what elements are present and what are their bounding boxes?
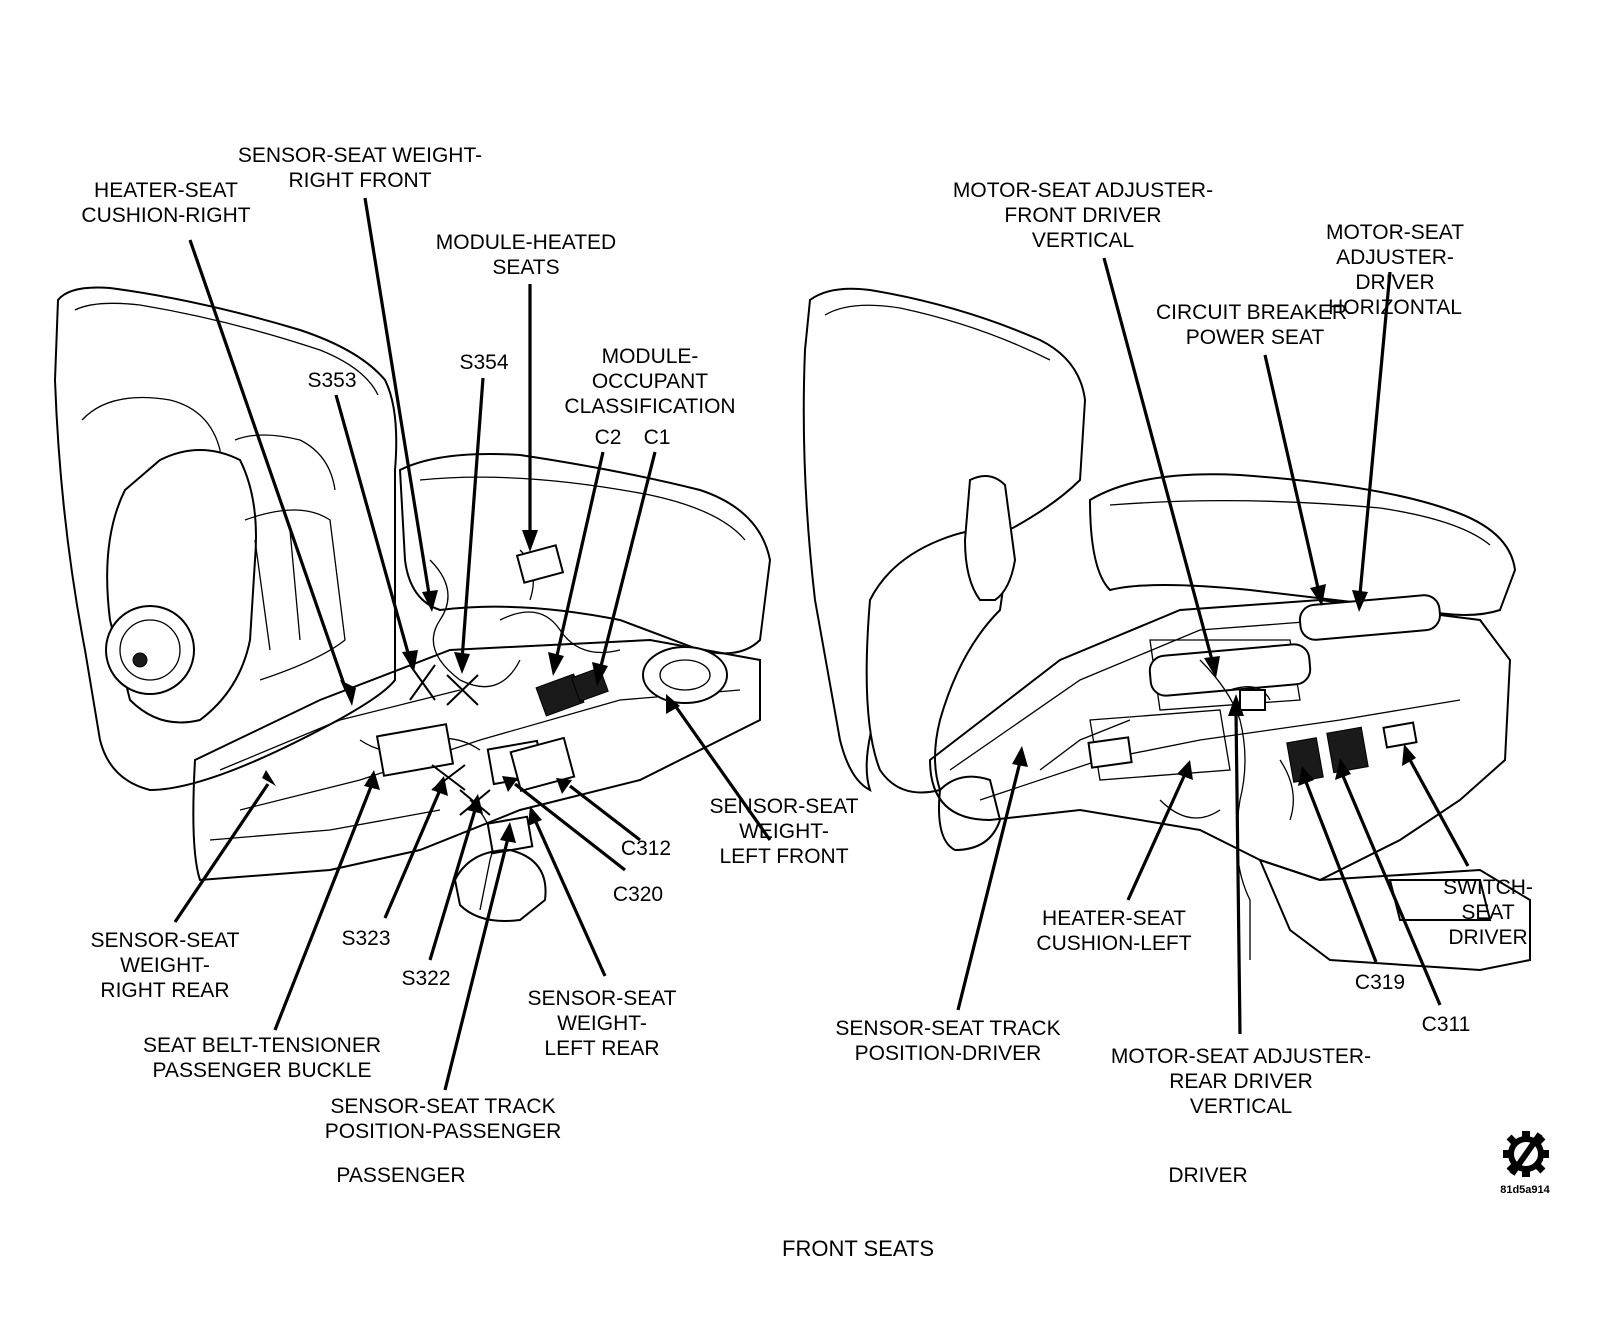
label-heater-seat-cushion-left: HEATER-SEAT CUSHION-LEFT bbox=[1036, 907, 1192, 955]
label-s323: S323 bbox=[341, 927, 391, 950]
label-s322: S322 bbox=[401, 967, 451, 990]
panel-label-passenger: PASSENGER bbox=[336, 1164, 466, 1187]
label-module-occupant-classification: MODULE- OCCUPANT CLASSIFICATION bbox=[564, 345, 736, 418]
label-circuit-breaker-power-seat: CIRCUIT BREAKER- POWER SEAT bbox=[1156, 301, 1354, 349]
label-s354: S354 bbox=[459, 351, 509, 374]
label-c319: C319 bbox=[1354, 971, 1406, 994]
label-c2: C2 bbox=[594, 426, 622, 449]
label-sensor-seat-track-position-driver: SENSOR-SEAT TRACK POSITION-DRIVER bbox=[835, 1017, 1061, 1065]
leader-lines bbox=[173, 197, 1470, 1091]
label-c320: C320 bbox=[612, 883, 664, 906]
label-s353: S353 bbox=[307, 369, 357, 392]
passenger-seat-drawing bbox=[53, 286, 772, 922]
label-seat-belt-tensioner-passenger-buckle: SEAT BELT-TENSIONER PASSENGER BUCKLE bbox=[142, 1034, 382, 1082]
label-motor-seat-adjuster-driver-horizontal: MOTOR-SEAT ADJUSTER- DRIVER HORIZONTAL bbox=[1325, 221, 1465, 319]
label-sensor-seat-weight-right-rear: SENSOR-SEAT WEIGHT- RIGHT REAR bbox=[90, 929, 240, 1002]
label-c312: C312 bbox=[620, 837, 672, 860]
figure-title: FRONT SEATS bbox=[782, 1236, 934, 1261]
label-module-heated-seats: MODULE-HEATED SEATS bbox=[435, 231, 617, 279]
panel-label-driver: DRIVER bbox=[1168, 1164, 1248, 1187]
label-motor-seat-adjuster-rear-driver-vertical: MOTOR-SEAT ADJUSTER- REAR DRIVER VERTICA… bbox=[1110, 1045, 1372, 1118]
label-sensor-seat-weight-left-front: SENSOR-SEAT WEIGHT- LEFT FRONT bbox=[709, 795, 859, 868]
figure-code: 81d5a914 bbox=[1500, 1184, 1550, 1196]
label-motor-seat-adjuster-front-driver-vertical: MOTOR-SEAT ADJUSTER- FRONT DRIVER VERTIC… bbox=[952, 179, 1214, 252]
label-sensor-seat-track-position-passenger: SENSOR-SEAT TRACK POSITION-PASSENGER bbox=[324, 1095, 562, 1143]
label-sensor-seat-weight-right-front: SENSOR-SEAT WEIGHT- RIGHT FRONT bbox=[237, 144, 483, 192]
label-c311: C311 bbox=[1421, 1013, 1471, 1036]
driver-seat-drawing bbox=[802, 287, 1531, 972]
label-heater-seat-cushion-right: HEATER-SEAT CUSHION-RIGHT bbox=[81, 179, 251, 227]
gear-slash-icon bbox=[1503, 1131, 1549, 1177]
label-c1: C1 bbox=[643, 426, 671, 449]
label-sensor-seat-weight-left-rear: SENSOR-SEAT WEIGHT- LEFT REAR bbox=[527, 987, 677, 1060]
label-switch-seat-driver: SWITCH- SEAT DRIVER bbox=[1443, 876, 1533, 949]
